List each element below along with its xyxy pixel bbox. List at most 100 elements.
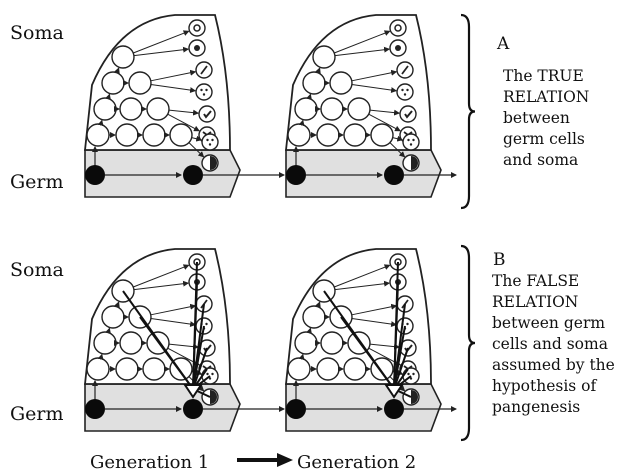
germ-cell — [85, 165, 105, 185]
dot-mark — [407, 373, 409, 375]
soma-cell — [303, 72, 325, 94]
soma-cell — [94, 98, 116, 120]
specialized-cell — [196, 84, 212, 100]
panel-a-letter: A — [497, 36, 509, 53]
soma-cell — [371, 124, 393, 146]
dot-mark — [410, 143, 412, 145]
specialized-cell — [397, 84, 413, 100]
generation-2-label: Generation 2 — [297, 452, 416, 473]
dot-mark — [406, 89, 408, 91]
soma-cell — [87, 124, 109, 146]
germ-cell — [384, 165, 404, 185]
caption-line: between germ — [492, 313, 615, 334]
caption-line: RELATION — [492, 292, 615, 313]
soma-cell — [288, 124, 310, 146]
germ-band — [286, 384, 441, 431]
soma-cell — [143, 358, 165, 380]
specialized-cell — [202, 134, 218, 150]
generation-arrow-icon — [237, 451, 293, 469]
soma-cell — [313, 46, 335, 68]
panel-b-letter: B — [493, 252, 506, 269]
dot-mark — [412, 373, 414, 375]
soma-cell — [143, 124, 165, 146]
dot-mark — [412, 139, 414, 141]
brace-a — [461, 15, 475, 208]
specialized-cell — [189, 20, 205, 36]
caption-line: assumed by the — [492, 355, 615, 376]
specialized-cell — [199, 106, 215, 122]
germ-cell — [384, 399, 404, 419]
caption-line: hypothesis of — [492, 376, 615, 397]
soma-label-b: Soma — [10, 261, 64, 280]
organism-b1 — [85, 249, 240, 431]
germ-cell — [286, 399, 306, 419]
soma-cell — [303, 306, 325, 328]
germ-label-b: Germ — [10, 405, 64, 424]
soma-cell — [116, 124, 138, 146]
generation-1-label: Generation 1 — [90, 452, 209, 473]
organism-a2 — [286, 15, 441, 197]
soma-cell — [102, 72, 124, 94]
soma-cell — [317, 358, 339, 380]
soma-cell — [112, 46, 134, 68]
specialized-cell — [403, 134, 419, 150]
soma-label-a: Soma — [10, 24, 64, 43]
dot-mark — [209, 143, 211, 145]
soma-cell — [321, 332, 343, 354]
soma-cell — [344, 124, 366, 146]
dot-mark — [211, 373, 213, 375]
caption-line: The TRUE — [503, 66, 589, 87]
soma-cell — [348, 98, 370, 120]
soma-cell — [102, 306, 124, 328]
germ-label-a: Germ — [10, 173, 64, 192]
soma-cell — [330, 72, 352, 94]
soma-cell — [321, 98, 343, 120]
germ-cell — [183, 165, 203, 185]
caption-line: and soma — [503, 150, 589, 171]
dot-mark — [406, 323, 408, 325]
organism-b2 — [286, 249, 441, 431]
soma-cell — [94, 332, 116, 354]
soma-cell — [295, 332, 317, 354]
soma-cell — [344, 358, 366, 380]
soma-cell — [147, 98, 169, 120]
dot-mark — [206, 139, 208, 141]
soma-cell — [288, 358, 310, 380]
dot-mark — [205, 323, 207, 325]
germ-band — [85, 150, 240, 197]
soma-cell — [317, 124, 339, 146]
germ-cell — [183, 399, 203, 419]
germ-cell — [85, 399, 105, 419]
dot-mark — [407, 139, 409, 141]
dot-mark — [206, 373, 208, 375]
caption-line: RELATION — [503, 87, 589, 108]
dot-mark — [401, 89, 403, 91]
caption-line: germ cells — [503, 129, 589, 150]
soma-cell — [116, 358, 138, 380]
dot-mark — [205, 89, 207, 91]
caption-line: The FALSE — [492, 271, 615, 292]
caption-line: cells and soma — [492, 334, 615, 355]
dot-symbol — [194, 45, 200, 51]
organism-a1 — [85, 15, 240, 197]
dot-mark — [404, 93, 406, 95]
soma-cell — [120, 98, 142, 120]
soma-cell — [87, 358, 109, 380]
brace-b — [461, 246, 475, 440]
organisms-layer — [85, 15, 475, 440]
caption-line: between — [503, 108, 589, 129]
dot-mark — [203, 93, 205, 95]
soma-cell — [120, 332, 142, 354]
germ-band — [85, 384, 240, 431]
dot-mark — [200, 89, 202, 91]
specialized-cell — [390, 20, 406, 36]
specialized-cell — [400, 106, 416, 122]
soma-cell — [295, 98, 317, 120]
soma-cell — [170, 124, 192, 146]
dot-symbol — [395, 45, 401, 51]
germ-cell — [286, 165, 306, 185]
dot-mark — [211, 139, 213, 141]
germ-band — [286, 150, 441, 197]
